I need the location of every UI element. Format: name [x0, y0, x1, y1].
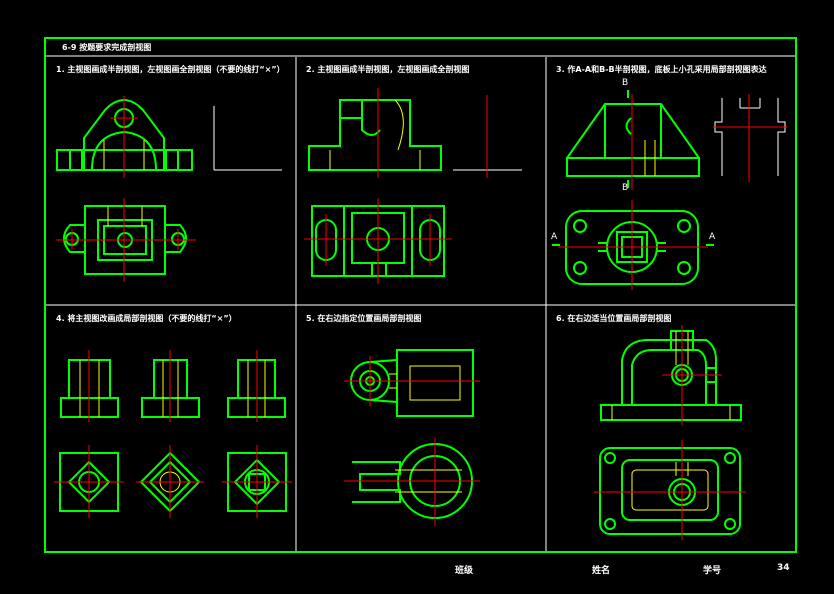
sheet-frame: [44, 37, 797, 553]
problem-4-centerlines: [54, 350, 292, 518]
problem-1-centerlines: [56, 96, 196, 282]
problem-1-front-hidden: [103, 140, 145, 170]
problem-2-label: 2. 主视图画成半剖视图，左视图画成全剖视图: [306, 65, 470, 74]
problem-1-side-axes: [213, 106, 282, 171]
problem-3-label: 3. 作A-A和B-B半剖视图，底板上小孔采用局部剖视图表达: [556, 65, 767, 74]
problem-5-top-hidden: [395, 469, 462, 493]
section-marker-b-top: B: [622, 78, 629, 88]
problem-1-label: 1. 主视图画成半剖视图，左视图画全剖视图（不要的线打“×”）: [56, 65, 285, 74]
problem-6-label: 6. 在右边适当位置画局部剖视图: [556, 314, 672, 323]
problem-3-front-view: [566, 103, 700, 177]
page-number: 34: [777, 563, 790, 573]
problem-5-front-hidden: [389, 365, 461, 401]
problem-3-section-marks: [552, 90, 714, 246]
section-marker-a-right: A: [709, 232, 716, 242]
footer-class-label: 班级: [455, 566, 474, 576]
problem-4-label: 4. 将主视图改画成局部剖视图（不要的线打“×”）: [56, 314, 237, 323]
problem-5-label: 5. 在右边指定位置画局部剖视图: [306, 314, 422, 323]
problem-6-centerlines: [594, 325, 746, 540]
problem-4-front-hidden: [79, 360, 266, 417]
problem-2-centerlines: [304, 88, 488, 284]
problem-6-front-hidden: [611, 331, 731, 420]
problem-3-centerlines: [558, 94, 787, 290]
section-marker-b-bottom: B: [622, 183, 629, 193]
problem-3-front-hidden: [644, 140, 656, 176]
section-marker-a-left: A: [551, 232, 558, 242]
sheet-title: 6-9 按题要求完成剖视图: [62, 43, 152, 52]
problem-6-top-hidden: [631, 462, 709, 511]
problem-5-centerlines: [344, 356, 480, 526]
grid-lines: [46, 55, 795, 551]
footer-name-label: 姓名: [592, 566, 611, 576]
footer-id-label: 学号: [703, 566, 722, 576]
problem-1-top-hidden: [107, 206, 143, 226]
